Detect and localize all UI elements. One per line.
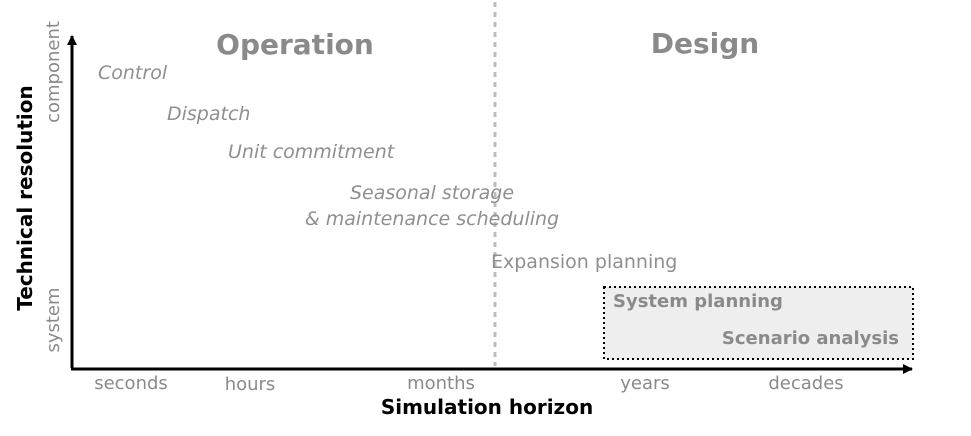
y-axis-title: Technical resolution: [13, 85, 37, 310]
highlight-box: [603, 286, 914, 360]
stage-unit-commitment: Unit commitment: [228, 141, 396, 163]
stage-system-planning: System planning: [613, 291, 783, 312]
x-axis-title: Simulation horizon: [381, 395, 593, 419]
stage-dispatch: Dispatch: [167, 103, 250, 125]
x-tick-seconds: seconds: [94, 373, 168, 394]
operation-heading: Operation: [216, 28, 374, 61]
x-tick-decades: decades: [768, 373, 843, 394]
stage-scenario-analysis: Scenario analysis: [722, 328, 899, 349]
stage-seasonal-storage-line1: Seasonal storage: [350, 182, 514, 204]
stage-expansion-planning: Expansion planning: [491, 251, 677, 273]
x-tick-months: months: [407, 373, 475, 394]
y-label-system: system: [43, 287, 64, 352]
design-heading: Design: [651, 27, 759, 60]
x-tick-hours: hours: [225, 374, 276, 395]
x-tick-years: years: [620, 373, 670, 394]
stage-seasonal-storage-line2: & maintenance scheduling: [305, 208, 559, 230]
stage-control: Control: [98, 62, 168, 84]
y-label-component: component: [43, 21, 64, 123]
